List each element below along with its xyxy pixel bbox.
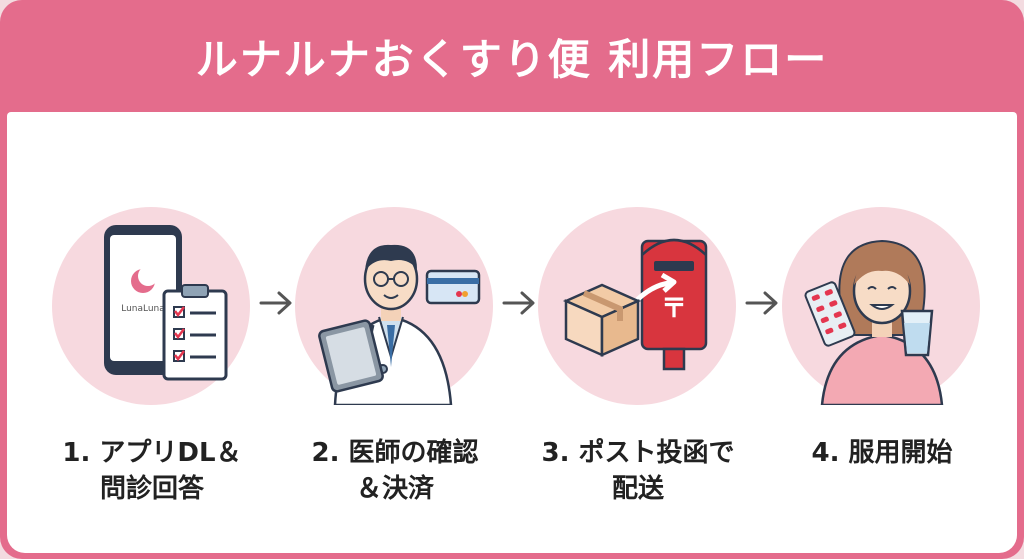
step-2-line1: 2. 医師の確認 bbox=[311, 438, 479, 468]
postal-mark-text: 〒 bbox=[661, 294, 687, 324]
smartphone-checklist-icon: LunaLuna bbox=[104, 225, 228, 381]
arrow-right-icon bbox=[259, 291, 292, 315]
step-1-line2: 問診回答 bbox=[99, 474, 204, 504]
step-2: 2. 医師の確認 ＆決済 bbox=[295, 207, 495, 504]
step-4-circle bbox=[782, 207, 980, 405]
step-1-label: 1. アプリDL＆ 問診回答 bbox=[32, 435, 272, 507]
step-2-circle bbox=[295, 207, 493, 405]
step-4-line1: 4. 服用開始 bbox=[811, 438, 953, 468]
page-title: ルナルナおくすり便 利用フロー bbox=[195, 34, 829, 84]
step-2-line2: ＆決済 bbox=[355, 474, 434, 504]
doctor-tablet-credit-card-icon bbox=[318, 244, 481, 405]
step-3-line1: 3. ポスト投函で bbox=[541, 438, 735, 468]
step-1-line1: 1. アプリDL＆ bbox=[62, 438, 242, 468]
step-1-circle: LunaLuna bbox=[52, 207, 250, 405]
step-3-label: 3. ポスト投函で 配送 bbox=[518, 435, 758, 507]
flow-panel: LunaLuna 1. アプリDL＆ 問診回答 bbox=[7, 112, 1017, 553]
step-3: 〒 3. ポスト投函で 配送 bbox=[538, 207, 738, 504]
app-name-text: LunaLuna bbox=[121, 304, 165, 314]
step-4: 4. 服用開始 bbox=[782, 207, 982, 468]
step-3-circle: 〒 bbox=[538, 207, 736, 405]
step-3-line2: 配送 bbox=[611, 474, 664, 504]
arrow-right-icon bbox=[745, 291, 778, 315]
header-bar: ルナルナおくすり便 利用フロー bbox=[0, 0, 1024, 112]
step-2-label: 2. 医師の確認 ＆決済 bbox=[275, 435, 515, 507]
package-postbox-icon: 〒 bbox=[562, 238, 708, 371]
step-4-label: 4. 服用開始 bbox=[762, 435, 1002, 471]
woman-pill-water-icon bbox=[804, 239, 944, 405]
arrow-right-icon bbox=[502, 291, 535, 315]
step-1: LunaLuna 1. アプリDL＆ 問診回答 bbox=[52, 207, 252, 504]
